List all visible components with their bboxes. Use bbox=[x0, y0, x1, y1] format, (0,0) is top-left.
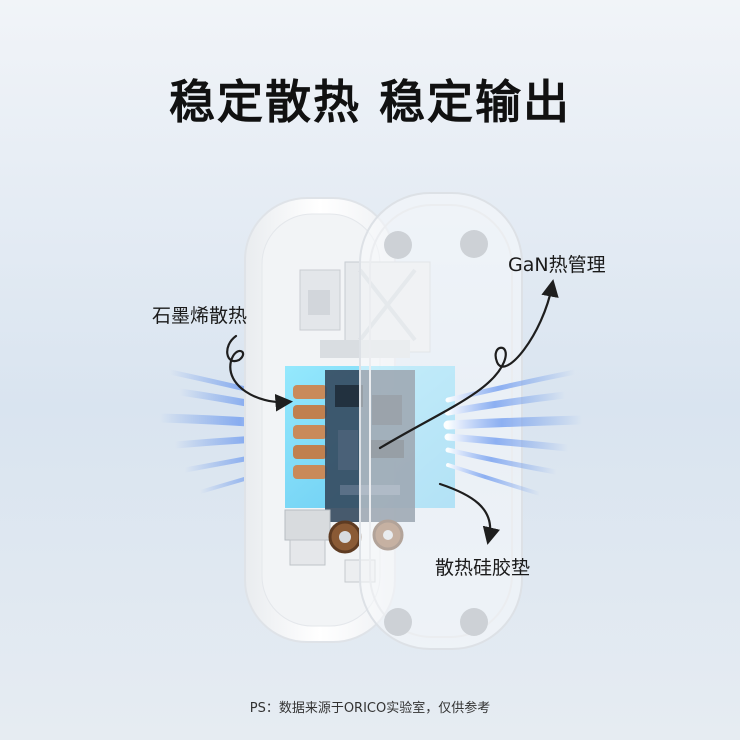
callout-gan-arrow bbox=[378, 279, 559, 450]
headline: 稳定散热 稳定输出 bbox=[169, 75, 571, 129]
airflow-right bbox=[443, 369, 587, 496]
footnote: PS：数据来源于ORICO实验室，仅供参考 bbox=[250, 700, 491, 716]
callout-pad-arrow bbox=[438, 482, 500, 545]
pin-hole-icon bbox=[384, 231, 412, 259]
callout-gan-label: GaN热管理 bbox=[508, 254, 606, 276]
charger-front-face bbox=[359, 192, 523, 650]
callout-pad-label: 散热硅胶垫 bbox=[435, 557, 530, 579]
copper-heatsink bbox=[293, 385, 327, 479]
callout-graphene-label: 石墨烯散热 bbox=[152, 305, 247, 327]
pin-hole-icon bbox=[460, 230, 488, 258]
pin-hole-icon bbox=[384, 608, 412, 636]
pin-hole-icon bbox=[460, 608, 488, 636]
callout-graphene-arrow bbox=[226, 334, 294, 412]
